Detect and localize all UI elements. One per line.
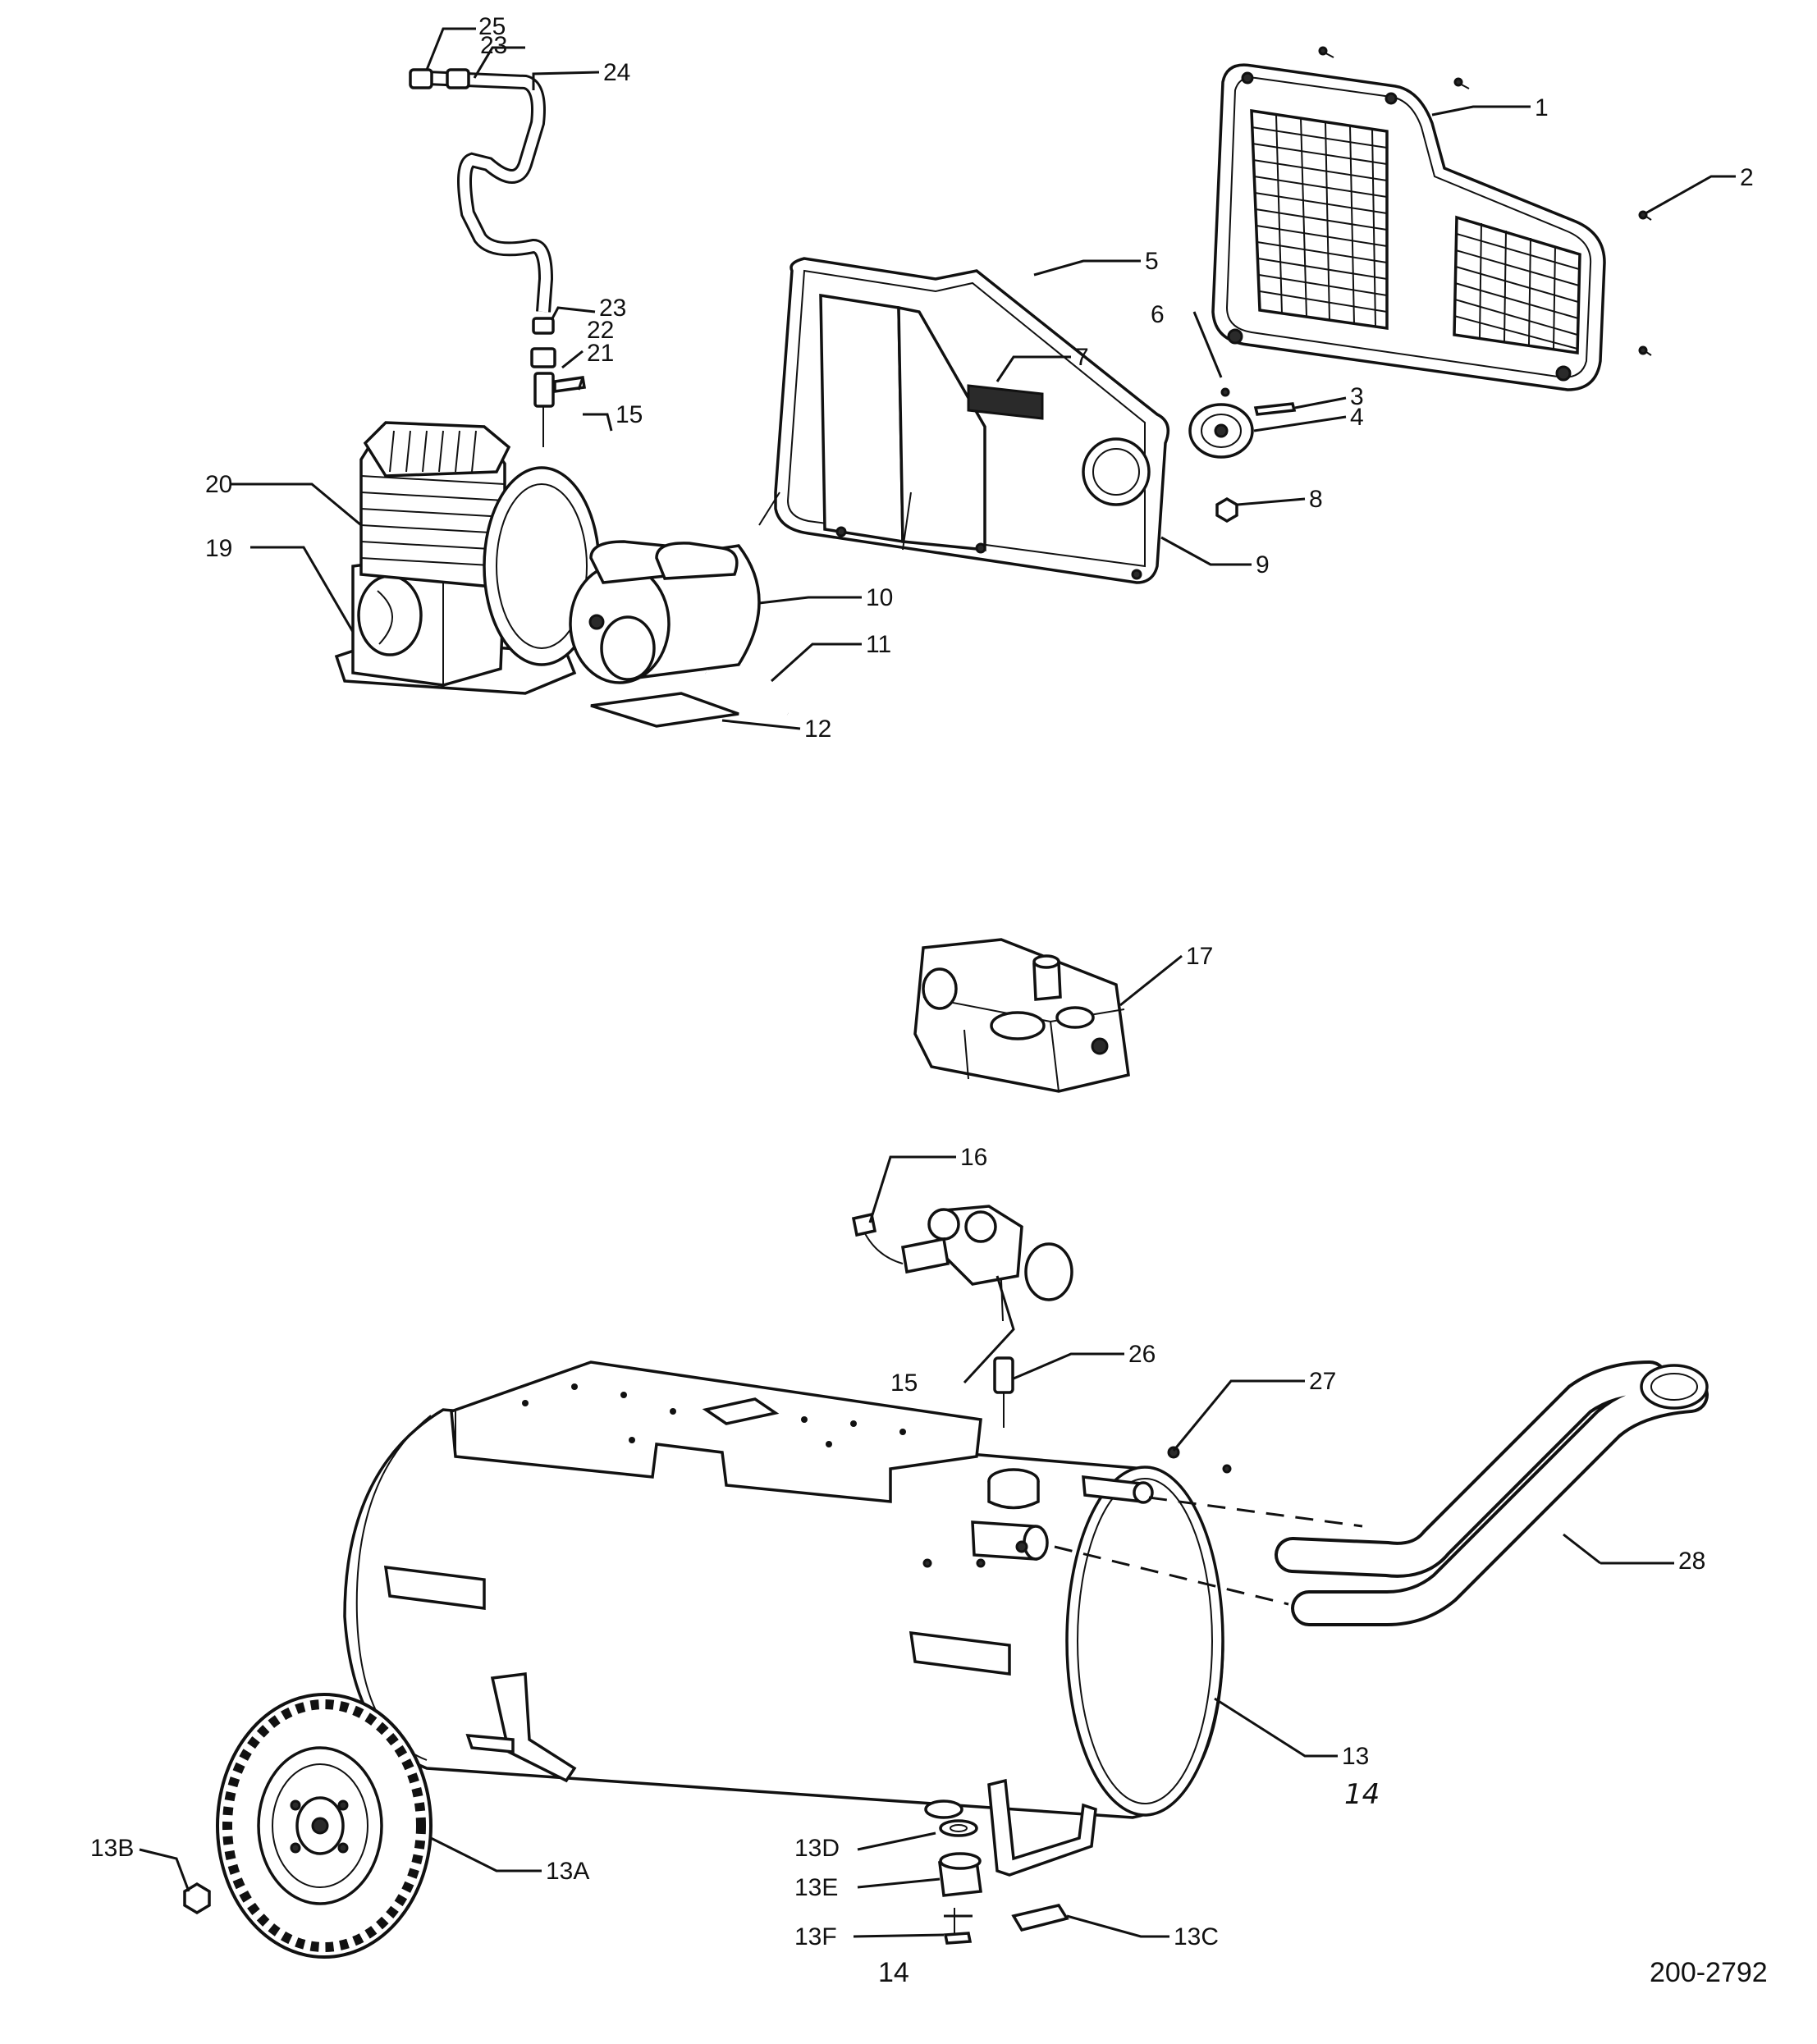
callout-4: 4 <box>1350 404 1364 431</box>
callout-11: 11 <box>866 631 891 658</box>
callout-7: 7 <box>1075 344 1089 371</box>
callout-23-lower: 23 <box>599 295 626 322</box>
callout-15-top: 15 <box>616 401 643 428</box>
handle <box>1054 1360 1709 1626</box>
leader-lines <box>139 27 1736 1938</box>
pulley-parts <box>1188 387 1297 524</box>
wheel <box>183 1693 433 1959</box>
drain-parts <box>938 1819 1069 1945</box>
callout-26: 26 <box>1128 1341 1156 1368</box>
callout-20: 20 <box>205 471 232 498</box>
callout-13b: 13B <box>90 1835 134 1862</box>
callout-13a: 13A <box>546 1858 589 1885</box>
page-number: 14 <box>878 1957 909 1988</box>
callout-1: 1 <box>1535 94 1549 121</box>
callout-3: 3 <box>1350 383 1364 410</box>
callout-21: 21 <box>587 340 614 367</box>
air-tank <box>343 1360 1232 1877</box>
callout-9: 9 <box>1256 551 1270 578</box>
callout-17: 17 <box>1186 943 1213 970</box>
leader-28b <box>1563 1533 1601 1565</box>
shroud <box>913 938 1130 1093</box>
document-number: 200-2792 <box>1650 1957 1768 1988</box>
callout-labels: 1 2 3 4 5 6 7 8 9 10 11 12 13 13A 13B 13… <box>90 13 1754 1950</box>
callout-15-bottom: 15 <box>890 1370 918 1397</box>
callout-19: 19 <box>205 535 232 562</box>
callout-8: 8 <box>1309 486 1323 513</box>
belt-guard-back <box>758 257 1170 584</box>
callout-23-upper: 23 <box>480 32 507 59</box>
callout-25: 25 <box>478 13 506 40</box>
handwritten-note: 14 <box>1344 1778 1380 1811</box>
callout-24: 24 <box>603 59 630 86</box>
pressure-switch-manifold <box>851 1205 1073 1322</box>
callout-13c: 13C <box>1174 1923 1219 1950</box>
pump-motor-assembly <box>334 421 790 728</box>
callout-12: 12 <box>804 716 831 743</box>
callout-10: 10 <box>866 584 893 611</box>
check-valve <box>993 1356 1014 1428</box>
callout-2: 2 <box>1740 164 1754 191</box>
callout-28: 28 <box>1678 1548 1705 1575</box>
callout-13d: 13D <box>794 1835 840 1862</box>
callout-13e: 13E <box>794 1874 838 1901</box>
callout-6: 6 <box>1151 301 1165 328</box>
callout-5: 5 <box>1145 248 1159 275</box>
discharge-tube-assembly <box>409 68 587 447</box>
callout-22: 22 <box>587 317 614 344</box>
belt-guard-front <box>1211 46 1652 391</box>
callout-16: 16 <box>960 1144 987 1171</box>
callout-13f: 13F <box>794 1923 837 1950</box>
callout-13: 13 <box>1342 1743 1369 1770</box>
callout-27: 27 <box>1309 1368 1336 1395</box>
